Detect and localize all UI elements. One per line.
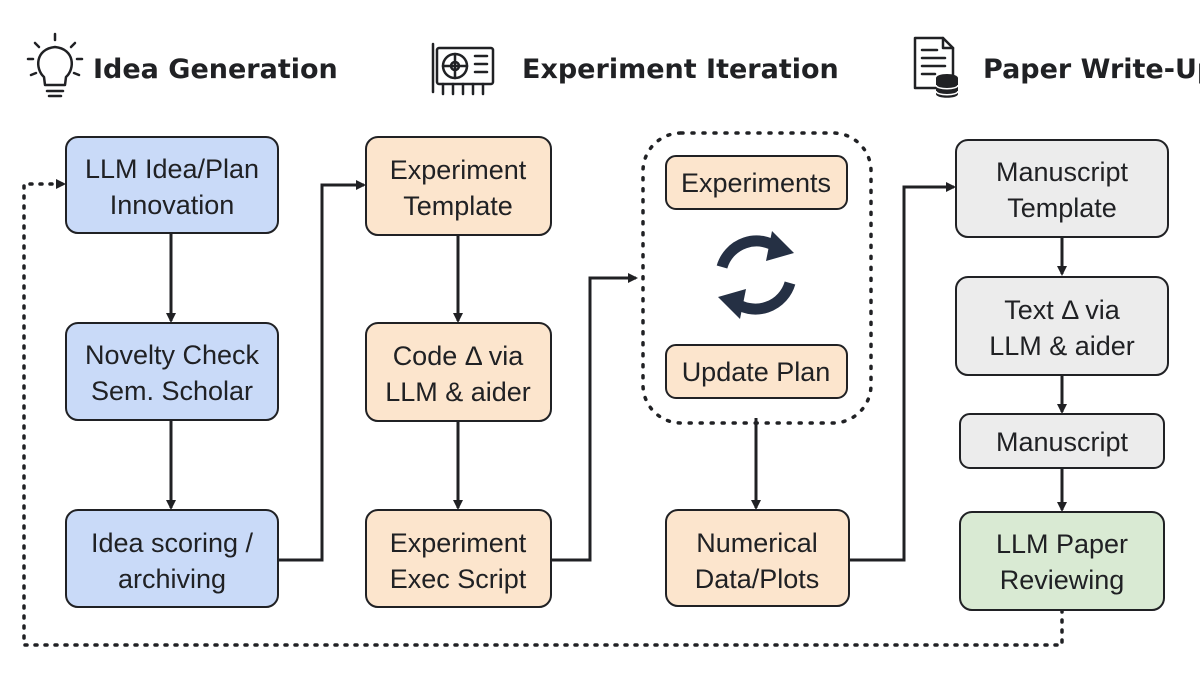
- box-llm-paper-reviewing: LLM Paper Reviewing: [959, 511, 1165, 611]
- box-manuscript-template-line1: Manuscript: [996, 157, 1129, 187]
- box-text-delta-line2: LLM & aider: [989, 331, 1135, 361]
- box-code-delta: Code Δ via LLM & aider: [365, 322, 552, 422]
- lightbulb-icon: [26, 32, 84, 98]
- box-code-delta-line1: Code Δ via: [393, 341, 525, 371]
- box-exec-script: Experiment Exec Script: [365, 509, 552, 608]
- box-manuscript-template: Manuscript Template: [955, 139, 1169, 238]
- box-experiment-template: Experiment Template: [365, 136, 552, 236]
- box-code-delta-line2: LLM & aider: [385, 377, 531, 407]
- box-manuscript: Manuscript: [959, 413, 1165, 469]
- document-database-icon: [913, 36, 959, 98]
- connectors: [166, 180, 1067, 562]
- box-idea-scoring-line2: archiving: [118, 564, 226, 594]
- box-idea-scoring: Idea scoring / archiving: [65, 509, 279, 608]
- feedback-loop-arrow: [22, 179, 1064, 647]
- box-novelty-check-line2: Sem. Scholar: [91, 376, 253, 406]
- box-numerical-data-line2: Data/Plots: [695, 564, 820, 594]
- box-experiment-template-line1: Experiment: [390, 155, 527, 185]
- box-manuscript-template-line2: Template: [1007, 193, 1117, 223]
- box-novelty-check-line1: Novelty Check: [85, 340, 260, 370]
- box-llm-idea-plan: LLM Idea/Plan Innovation: [65, 136, 279, 234]
- box-idea-scoring-line1: Idea scoring /: [91, 528, 254, 558]
- box-llm-idea-plan-line1: LLM Idea/Plan: [85, 154, 259, 184]
- box-experiments-label: Experiments: [681, 168, 831, 198]
- box-exec-script-line1: Experiment: [390, 528, 527, 558]
- box-text-delta-line1: Text Δ via: [1004, 295, 1121, 325]
- header-idea-generation: Idea Generation: [93, 54, 338, 85]
- box-update-plan-label: Update Plan: [682, 357, 831, 387]
- box-novelty-check: Novelty Check Sem. Scholar: [65, 322, 279, 421]
- gpu-card-icon: [431, 42, 495, 96]
- box-exec-script-line2: Exec Script: [390, 564, 527, 594]
- box-text-delta: Text Δ via LLM & aider: [955, 276, 1169, 376]
- header-paper-write-up: Paper Write-Up: [983, 54, 1200, 85]
- box-llm-paper-reviewing-line1: LLM Paper: [996, 529, 1128, 559]
- box-llm-idea-plan-line2: Innovation: [110, 190, 235, 220]
- iteration-loop-group: [641, 131, 873, 425]
- box-update-plan: Update Plan: [665, 344, 848, 399]
- box-llm-paper-reviewing-line2: Reviewing: [1000, 565, 1125, 595]
- box-numerical-data: Numerical Data/Plots: [665, 509, 850, 607]
- box-numerical-data-line1: Numerical: [696, 528, 818, 558]
- box-experiment-template-line2: Template: [403, 191, 513, 221]
- header-experiment-iteration: Experiment Iteration: [522, 54, 839, 85]
- refresh-cycle-icon: [716, 231, 796, 319]
- box-manuscript-label: Manuscript: [996, 427, 1129, 457]
- box-experiments: Experiments: [665, 155, 848, 210]
